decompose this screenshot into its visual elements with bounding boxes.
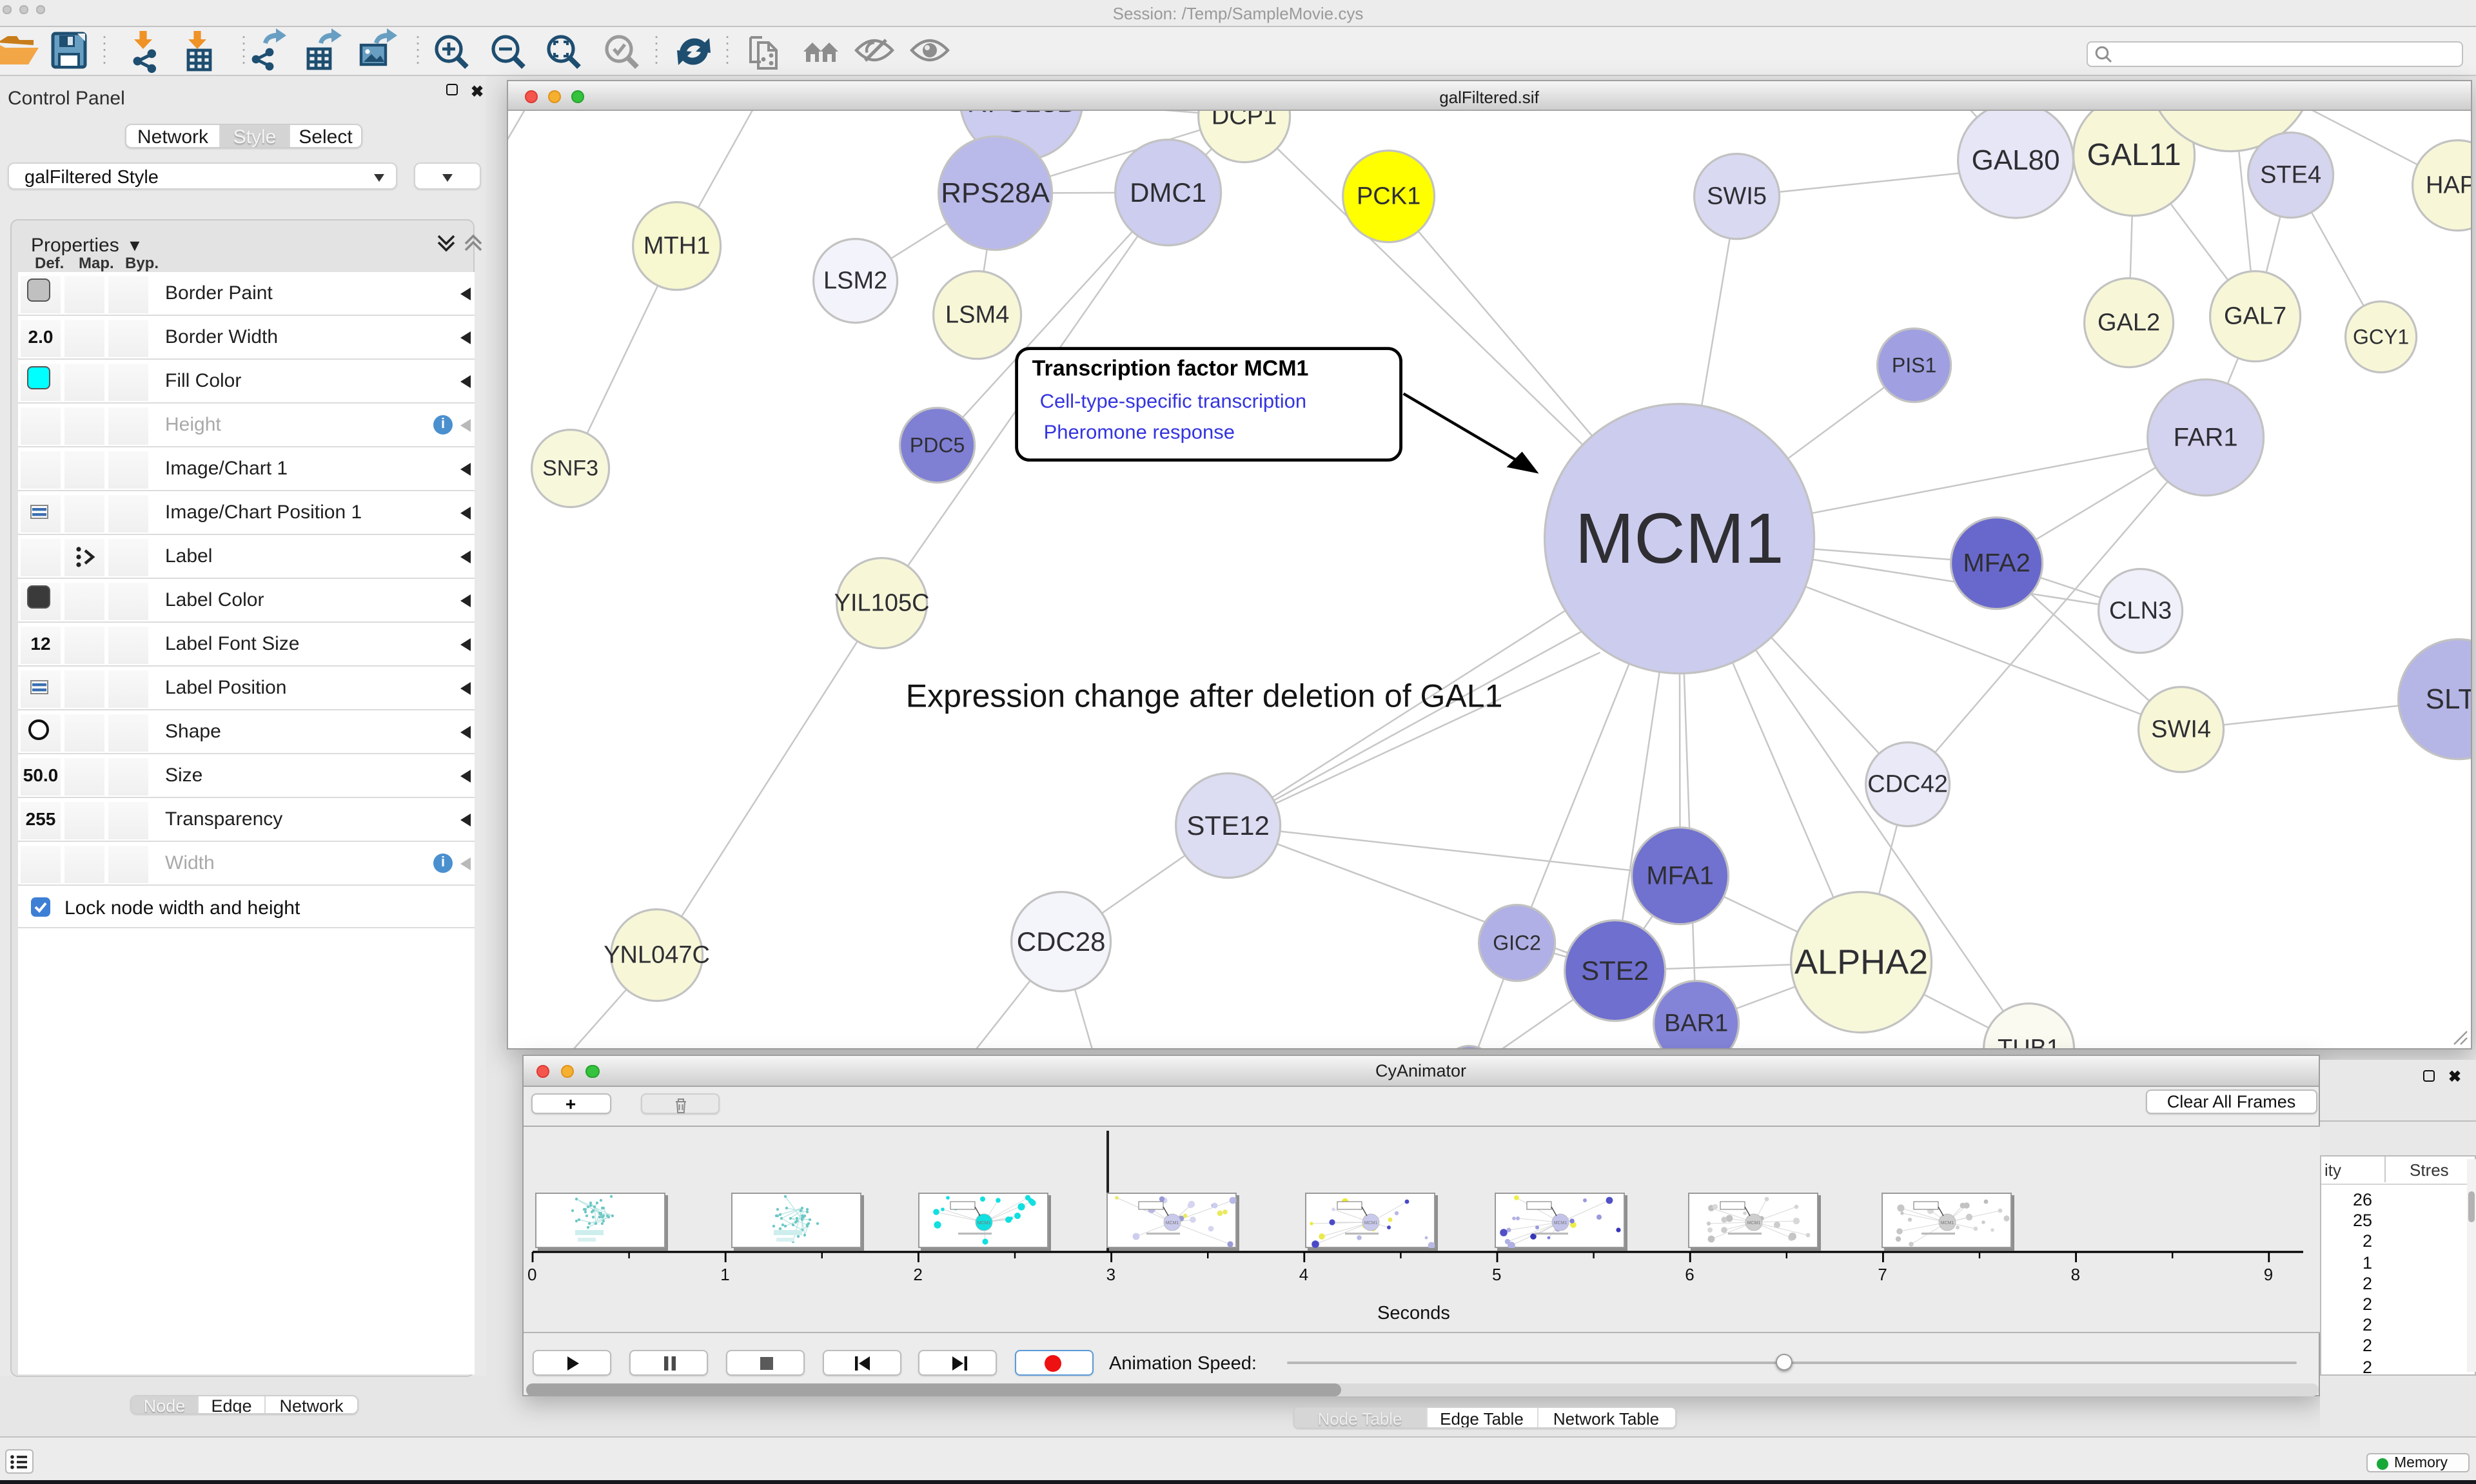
svg-text:SWI4: SWI4 [2151, 716, 2211, 743]
svg-text:GAL11: GAL11 [2087, 137, 2181, 171]
svg-text:SNF3: SNF3 [542, 456, 598, 480]
svg-text:Cell-type-specific transcripti: Cell-type-specific transcription [1040, 389, 1306, 412]
svg-text:PCK1: PCK1 [1357, 182, 1420, 210]
svg-text:YNL047C: YNL047C [604, 941, 710, 968]
svg-text:PDC5: PDC5 [910, 433, 965, 456]
svg-text:SWI5: SWI5 [1707, 182, 1767, 210]
svg-text:GAL2: GAL2 [2098, 309, 2160, 336]
svg-text:MCM1: MCM1 [1747, 1220, 1761, 1225]
svg-text:ALPHA2: ALPHA2 [1794, 942, 1928, 981]
svg-text:PIS1: PIS1 [1892, 353, 1936, 376]
svg-text:RPS28A: RPS28A [941, 177, 1050, 208]
svg-text:LSM4: LSM4 [945, 301, 1009, 328]
svg-text:MTH1: MTH1 [644, 232, 710, 259]
svg-text:MCM1: MCM1 [1941, 1220, 1954, 1225]
svg-text:CLN3: CLN3 [2109, 597, 2172, 624]
svg-text:STE12: STE12 [1186, 810, 1269, 840]
svg-text:HAP2: HAP2 [2426, 171, 2470, 199]
svg-text:MCM1: MCM1 [977, 1220, 990, 1225]
svg-text:MFA1: MFA1 [1646, 861, 1713, 890]
svg-text:STE4: STE4 [2260, 161, 2321, 188]
svg-text:Pheromone response: Pheromone response [1044, 420, 1235, 443]
svg-text:GAL80: GAL80 [1972, 144, 2060, 175]
svg-text:MCM1: MCM1 [1364, 1220, 1377, 1225]
svg-text:MCM1: MCM1 [1575, 498, 1784, 578]
svg-text:MCM1: MCM1 [1553, 1220, 1567, 1225]
svg-text:MCM1: MCM1 [1166, 1220, 1179, 1225]
svg-text:CDC28: CDC28 [1017, 926, 1106, 956]
svg-text:FAR1: FAR1 [2174, 423, 2238, 451]
svg-text:RPS28B: RPS28B [967, 110, 1076, 118]
svg-text:DCP1: DCP1 [1212, 110, 1277, 130]
svg-text:BAR1: BAR1 [1664, 1010, 1728, 1037]
svg-text:YIL105C: YIL105C [834, 589, 930, 616]
svg-text:GIC2: GIC2 [1493, 931, 1541, 954]
svg-text:Expression change after deleti: Expression change after deletion of GAL1 [906, 678, 1503, 714]
svg-text:Transcription factor MCM1: Transcription factor MCM1 [1032, 356, 1309, 380]
svg-text:MFA2: MFA2 [1963, 549, 2030, 577]
svg-text:STE2: STE2 [1581, 955, 1649, 985]
svg-text:LSM2: LSM2 [823, 267, 887, 294]
svg-text:SLT2: SLT2 [2426, 683, 2470, 714]
svg-text:GAL7: GAL7 [2224, 302, 2286, 329]
svg-text:DMC1: DMC1 [1130, 177, 1206, 207]
svg-text:GCY1: GCY1 [2353, 325, 2409, 348]
svg-text:CDC42: CDC42 [1867, 770, 1948, 797]
svg-text:TUB1: TUB1 [1998, 1035, 2060, 1048]
